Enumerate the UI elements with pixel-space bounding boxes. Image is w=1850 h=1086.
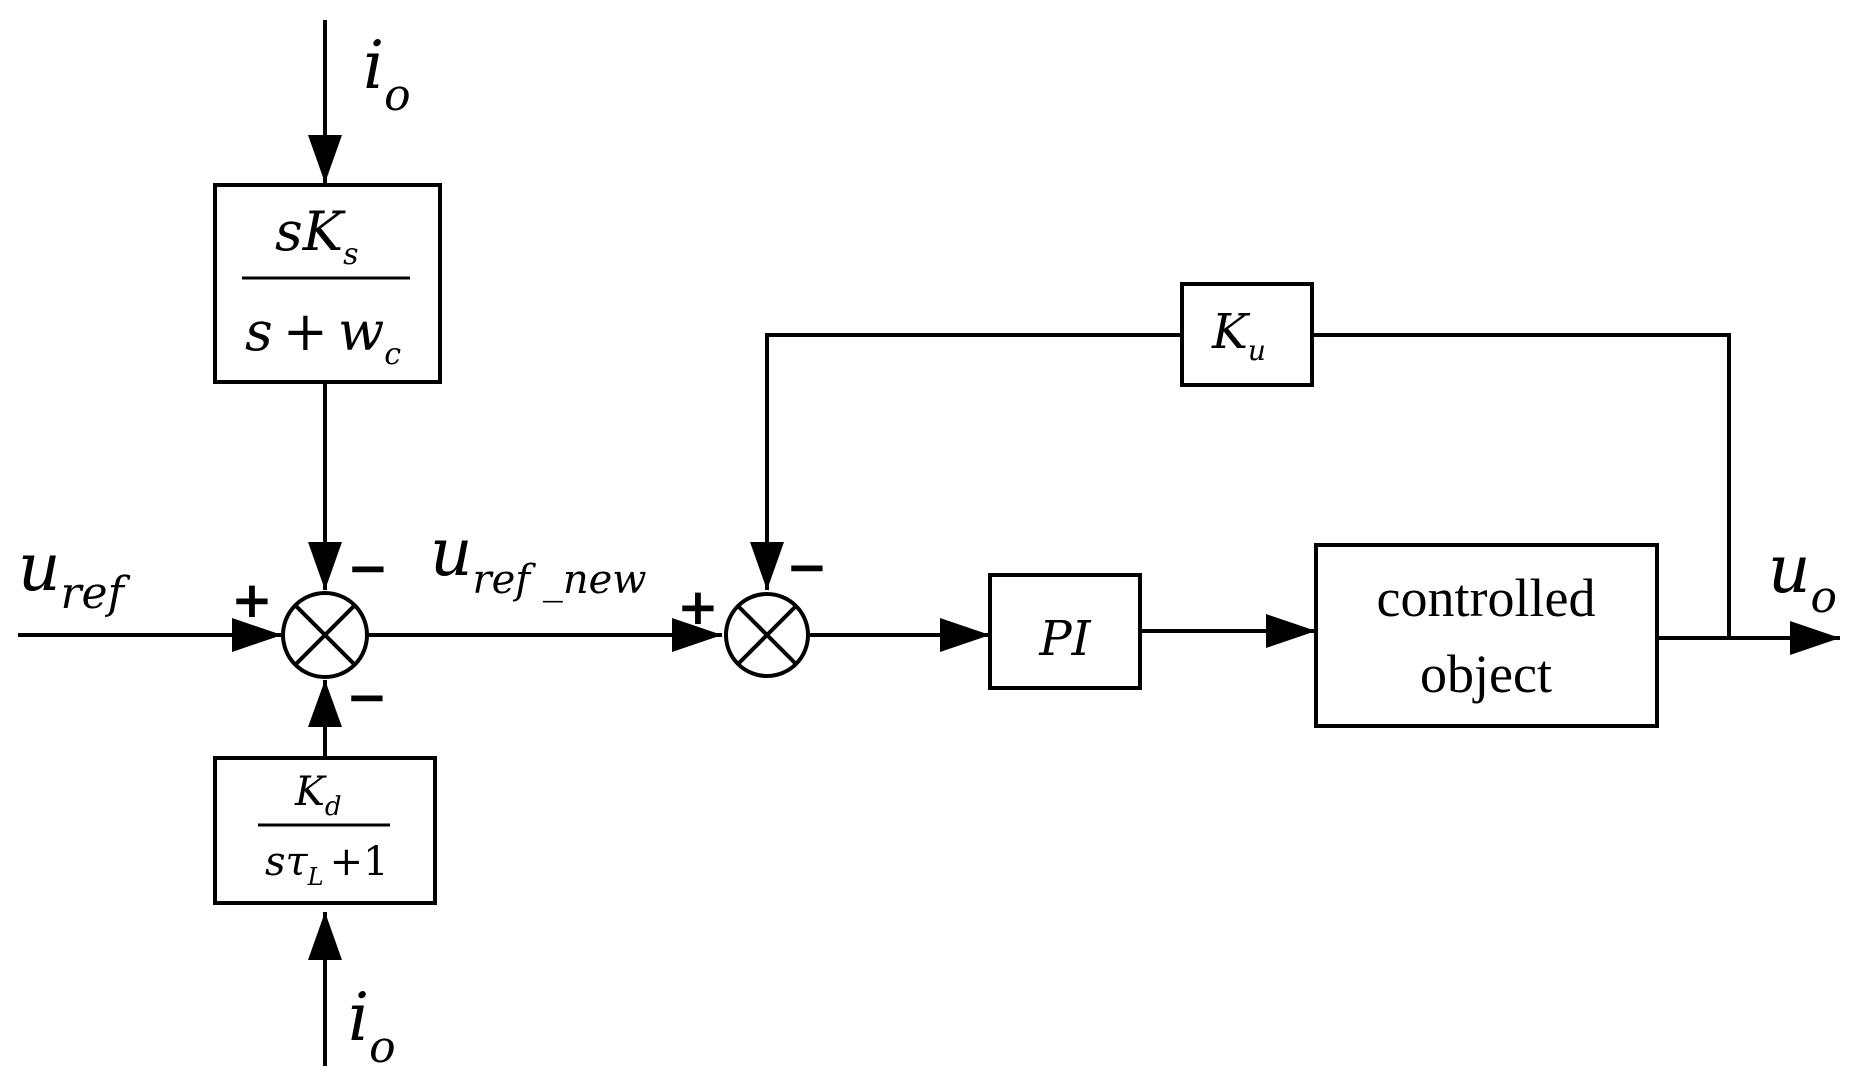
kd-numerator: Kd [294, 769, 342, 822]
uref-label: uref [18, 529, 131, 619]
pi-label: PI [1038, 611, 1091, 667]
sks-denominator: s+wc [245, 300, 401, 372]
sum1-junction [281, 591, 369, 679]
plant-block [1314, 543, 1659, 728]
uref-new-label: uref _new [430, 514, 647, 603]
io-bottom-label: io [348, 979, 396, 1073]
io-top-label: io [363, 27, 411, 121]
ku-block [1180, 282, 1314, 387]
pi-block [988, 573, 1142, 690]
sum1-bottom-minus-sign: − [346, 668, 388, 726]
sum1-plus-sign: + [231, 571, 273, 629]
sks-numerator: sKs [275, 200, 358, 272]
feedback-path-right [1312, 333, 1731, 638]
sum2-top-minus-sign: − [786, 538, 828, 596]
uref-arrowhead [232, 618, 282, 652]
plant-label-line2: object [1420, 644, 1552, 704]
sum2-junction [724, 592, 810, 678]
sum2-plus-sign: + [677, 578, 719, 636]
sum1-top-minus-sign: − [347, 539, 389, 597]
sks-to-sum1-arrowhead [308, 542, 342, 590]
feedback-arrowhead [750, 542, 784, 590]
uo-label: uo [1768, 531, 1837, 623]
kd-to-sum1-arrowhead [308, 680, 342, 727]
sks-block [213, 183, 442, 384]
kd-block [213, 756, 437, 905]
kd-denominator: sτL+1 [265, 839, 389, 891]
output-arrowhead [1790, 621, 1840, 655]
io-top-arrowhead [308, 135, 342, 183]
sum2-to-pi-arrowhead [940, 618, 990, 652]
io-bottom-arrowhead [308, 912, 342, 960]
pi-to-plant-arrowhead [1266, 614, 1316, 648]
feedback-path-left [765, 333, 1182, 590]
ku-label: Ku [1211, 304, 1266, 367]
sum1-to-sum2-arrowhead [672, 618, 722, 652]
plant-label-line1: controlled [1377, 568, 1596, 628]
